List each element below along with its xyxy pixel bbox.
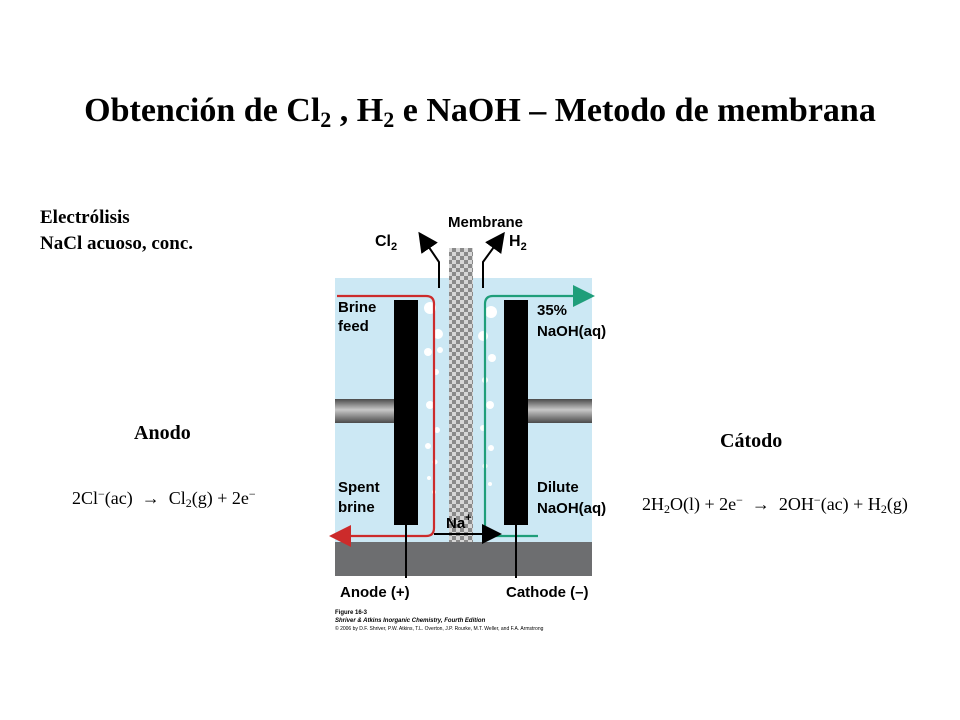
dilute-naoh-label-2: NaOH(aq) <box>537 500 606 517</box>
cl2-outlet-arrow <box>418 231 440 288</box>
page-title: Obtención de Cl2 , H2 e NaOH – Metodo de… <box>84 92 876 132</box>
naoh-out-label-1: 35% <box>537 302 567 319</box>
anode-label: Anode (+) <box>340 584 410 601</box>
anode-heading: Anodo <box>134 422 191 444</box>
brine-feed-label-2: feed <box>338 318 369 335</box>
cl2-label: Cl2 <box>375 233 397 253</box>
spent-brine-label-2: brine <box>338 499 375 516</box>
naoh-out-label-2: NaOH(aq) <box>537 323 606 340</box>
dilute-naoh-label-1: Dilute <box>537 479 579 496</box>
reaction-arrow-icon: → <box>751 494 770 514</box>
h2-outlet-arrow <box>482 231 505 288</box>
reaction-arrow-icon: → <box>141 488 160 508</box>
anode-equation: 2Cl−(ac) → Cl2(g) + 2e− <box>72 487 256 510</box>
figure-caption-2: Shriver & Atkins Inorganic Chemistry, Fo… <box>335 618 486 624</box>
cathode-electrode <box>504 300 528 525</box>
membrane-cell-diagram: Membrane Cl2 H2 Brine feed 35% NaOH(aq) … <box>329 214 606 632</box>
cathode-equation: 2H2O(l) + 2e− → 2OH−(ac) + H2(g) <box>642 493 908 516</box>
brine-feed-label-1: Brine <box>338 299 376 316</box>
membrane <box>449 248 473 542</box>
sodium-ion-label: Na+ <box>446 512 472 532</box>
intro-text: Electrólisis NaCl acuoso, conc. <box>40 205 193 257</box>
cathode-label: Cathode (–) <box>506 584 589 601</box>
figure-caption-1: Figure 16-3 <box>335 610 368 616</box>
cell-base <box>335 542 592 576</box>
figure-caption-3: © 2006 by D.F. Shriver, P.W. Atkins, T.L… <box>335 625 544 632</box>
intro-line-1: Electrólisis <box>40 207 130 228</box>
h2-label: H2 <box>509 233 527 253</box>
cathode-connector-rod <box>528 399 592 423</box>
spent-brine-label-1: Spent <box>338 479 380 496</box>
anode-connector-rod <box>335 399 398 423</box>
membrane-label: Membrane <box>448 214 523 231</box>
brine-flow-arrow <box>329 294 436 547</box>
intro-line-2: NaCl acuoso, conc. <box>40 233 194 254</box>
anode-electrode <box>394 300 418 525</box>
cathode-heading: Cátodo <box>720 430 783 452</box>
